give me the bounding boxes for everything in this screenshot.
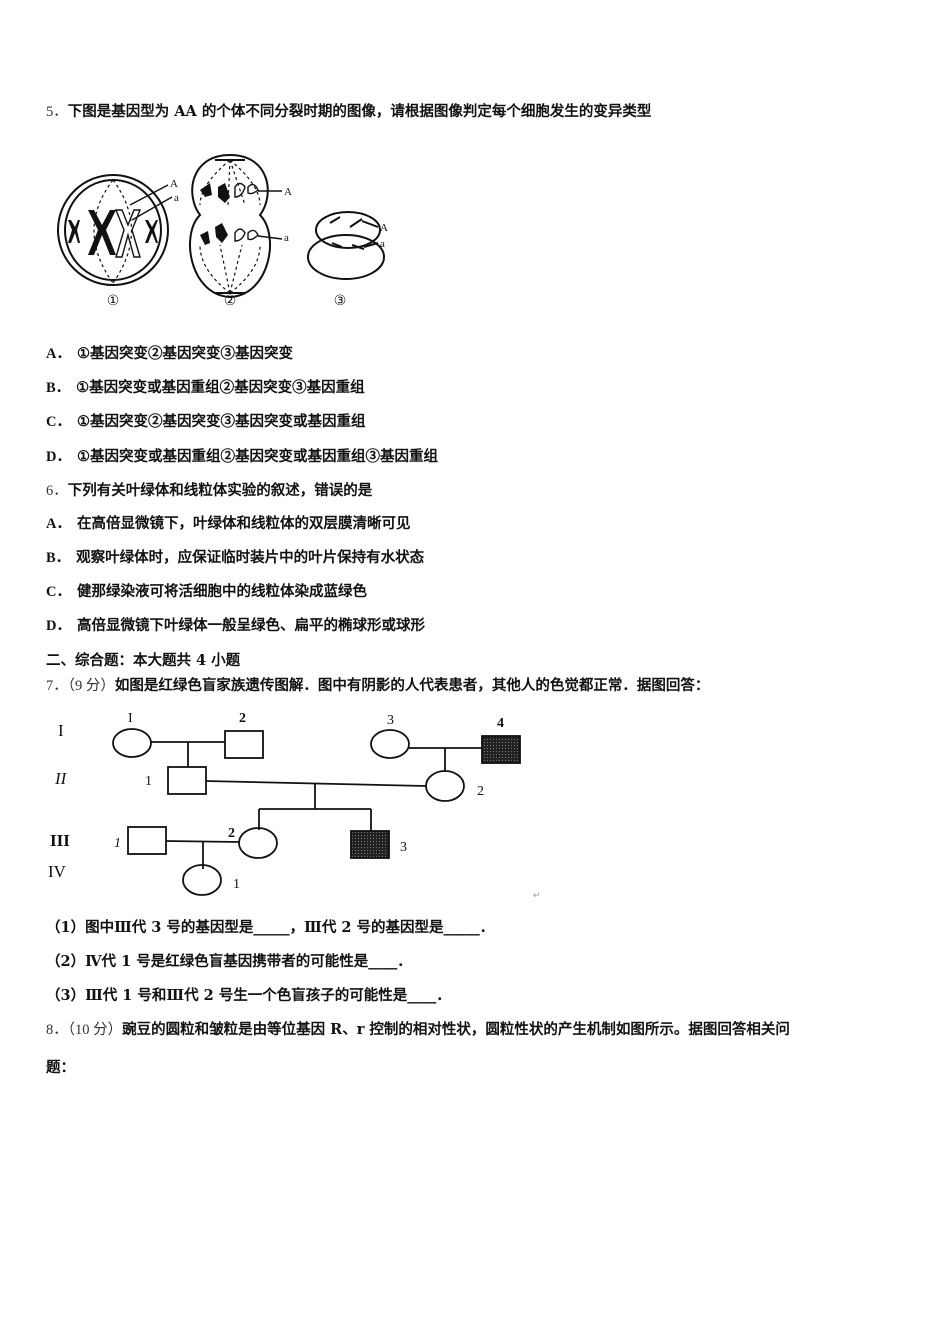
pedigree-male-II-1: [167, 766, 207, 795]
cell-label-3: ③: [334, 293, 347, 309]
allele-label-A: A: [170, 178, 178, 190]
svg-text:I: I: [128, 711, 133, 726]
cell-division-diagram: A a A a A a ① ② ③: [57, 153, 388, 309]
allele-label-a: a: [284, 232, 289, 244]
option-text: ①基因突变②基因突变③基因突变或基因重组: [76, 413, 366, 430]
pedigree-female-I-1: [112, 728, 152, 758]
svg-text:1: 1: [145, 774, 152, 789]
question-number: 7．: [46, 678, 68, 694]
question-6-option-d[interactable]: D． 高倍显微镜下叶绿体一般呈绿色、扁平的椭球形或球形: [46, 616, 425, 636]
option-letter: C．: [46, 584, 71, 600]
pedigree-female-III-2: [238, 827, 278, 859]
subquestion-text: （3）Ⅲ代 1 号和Ⅲ代 2 号生一个色盲孩子的可能性是____．: [46, 987, 451, 1004]
generation-label-I: I: [58, 721, 64, 740]
question-number: 6．: [46, 483, 68, 499]
subquestion-text: （1）图中Ⅲ代 3 号的基因型是_____，Ⅲ代 2 号的基因型是_____．: [46, 919, 495, 936]
generation-label-II: II: [54, 769, 68, 788]
question-score: （10 分）: [67, 1022, 123, 1038]
pedigree-female-II-2: [425, 770, 465, 802]
question-6-stem: 6．下列有关叶绿体和线粒体实验的叙述，错误的是: [46, 481, 372, 501]
option-letter: A．: [46, 346, 71, 362]
question-score: （9 分）: [67, 678, 115, 694]
question-8-stem: 8．（10 分）豌豆的圆粒和皱粒是由等位基因 R、r 控制的相对性状，圆粒性状的…: [46, 1020, 790, 1040]
question-6-option-a[interactable]: A． 在高倍显微镜下，叶绿体和线粒体的双层膜清晰可见: [46, 514, 410, 534]
option-text: ①基因突变②基因突变③基因突变: [76, 345, 293, 362]
pedigree-female-I-3: [370, 729, 410, 759]
option-letter: B．: [46, 550, 71, 566]
option-letter: A．: [46, 516, 71, 532]
option-text: 观察叶绿体时，应保证临时装片中的叶片保持有水状态: [76, 549, 425, 566]
svg-text:2: 2: [228, 826, 235, 841]
option-text: 健那绿染液可将活细胞中的线粒体染成蓝绿色: [76, 583, 367, 600]
option-text: ①基因突变或基因重组②基因突变或基因重组③基因重组: [76, 448, 438, 465]
pedigree-chart: I II III IV I 2 3 4 1 2 1 2 3 1 ↵: [40, 700, 540, 905]
option-text: ①基因突变或基因重组②基因突变③基因重组: [76, 379, 365, 396]
question-text: 下列有关叶绿体和线粒体实验的叙述，错误的是: [67, 482, 373, 499]
allele-label-a: a: [380, 238, 385, 250]
section-heading: 二、综合题：本大题共 4 小题: [46, 652, 241, 669]
svg-text:2: 2: [239, 711, 246, 726]
cell-label-1: ①: [107, 293, 120, 309]
question-number: 8．: [46, 1022, 68, 1038]
allele-label-A: A: [284, 186, 292, 198]
allele-label-A: A: [380, 222, 388, 234]
option-letter: D．: [46, 618, 71, 634]
pedigree-diagram: I II III IV I 2 3 4 1 2 1 2 3 1 ↵: [48, 711, 540, 901]
svg-text:1: 1: [233, 877, 240, 892]
pedigree-male-I-2: [224, 730, 264, 759]
question-text: 豌豆的圆粒和皱粒是由等位基因 R、r 控制的相对性状，圆粒性状的产生机制如图所示…: [122, 1021, 790, 1038]
question-7-stem: 7．（9 分）如图是红绿色盲家族遗传图解．图中有阴影的人代表患者，其他人的色觉都…: [46, 676, 709, 696]
question-6-option-b[interactable]: B． 观察叶绿体时，应保证临时装片中的叶片保持有水状态: [46, 548, 424, 568]
option-text: 在高倍显微镜下，叶绿体和线粒体的双层膜清晰可见: [76, 515, 411, 532]
svg-text:1: 1: [114, 836, 121, 851]
question-5-option-a[interactable]: A． ①基因突变②基因突变③基因突变: [46, 344, 293, 364]
svg-text:4: 4: [497, 716, 504, 731]
return-mark-icon: ↵: [533, 891, 540, 901]
question-5-stem: 5．下图是基因型为 AA 的个体不同分裂时期的图像，请根据图像判定每个细胞发生的…: [46, 102, 651, 122]
option-text: 高倍显微镜下叶绿体一般呈绿色、扁平的椭球形或球形: [76, 617, 425, 634]
option-letter: B．: [46, 380, 71, 396]
cell-division-figure: A a A a A a ① ② ③: [50, 135, 400, 310]
question-8-stem-continued: 题：: [46, 1059, 75, 1076]
generation-label-IV: IV: [48, 862, 67, 881]
pedigree-female-IV-1: [182, 864, 222, 896]
question-5-option-d[interactable]: D． ①基因突变或基因重组②基因突变或基因重组③基因重组: [46, 447, 438, 467]
subquestion-text: （2）Ⅳ代 1 号是红绿色盲基因携带者的可能性是____．: [46, 953, 412, 970]
option-letter: C．: [46, 414, 71, 430]
question-7-subquestion-1: （1）图中Ⅲ代 3 号的基因型是_____，Ⅲ代 2 号的基因型是_____．: [46, 918, 494, 938]
question-number: 5．: [46, 104, 68, 120]
question-5-option-c[interactable]: C． ①基因突变②基因突变③基因突变或基因重组: [46, 412, 365, 432]
allele-label-a: a: [174, 192, 179, 204]
question-7-subquestion-2: （2）Ⅳ代 1 号是红绿色盲基因携带者的可能性是____．: [46, 952, 412, 972]
svg-text:3: 3: [387, 713, 394, 728]
generation-label-III: III: [50, 831, 70, 850]
option-letter: D．: [46, 449, 71, 465]
question-text: 下图是基因型为 AA 的个体不同分裂时期的图像，请根据图像判定每个细胞发生的变异…: [67, 103, 652, 120]
svg-text:2: 2: [477, 784, 484, 799]
question-6-option-c[interactable]: C． 健那绿染液可将活细胞中的线粒体染成蓝绿色: [46, 582, 367, 602]
question-7-subquestion-3: （3）Ⅲ代 1 号和Ⅲ代 2 号生一个色盲孩子的可能性是____．: [46, 986, 451, 1006]
question-text: 如图是红绿色盲家族遗传图解．图中有阴影的人代表患者，其他人的色觉都正常．据图回答…: [114, 677, 710, 694]
cell-label-2: ②: [224, 293, 237, 309]
question-5-option-b[interactable]: B． ①基因突变或基因重组②基因突变③基因重组: [46, 378, 365, 398]
pedigree-male-III-3-affected: [350, 830, 390, 859]
pedigree-male-I-4-affected: [481, 735, 521, 764]
svg-text:3: 3: [400, 840, 407, 855]
pedigree-male-III-1: [127, 826, 167, 855]
